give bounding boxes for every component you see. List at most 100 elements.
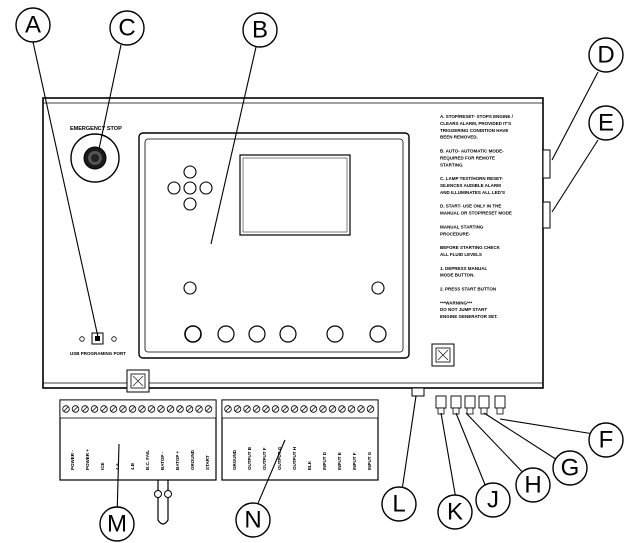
jumper-wire xyxy=(157,480,169,525)
instruction-line: ALL FLUID LEVELS xyxy=(440,252,482,257)
svg-text:H: H xyxy=(524,472,541,499)
instruction-line: BEEN REMOVED. xyxy=(440,135,478,140)
fitting xyxy=(478,395,490,409)
leader-lines xyxy=(32,41,601,518)
svg-text:B: B xyxy=(252,17,268,44)
terminal-label: INPUT D xyxy=(322,451,327,470)
nav-enter-button[interactable] xyxy=(183,181,197,195)
callout-n: N xyxy=(235,502,271,538)
terminal-label: OUTPUT F xyxy=(262,447,267,470)
instruction-line: PROCEDURE- xyxy=(440,231,471,236)
svg-text:M: M xyxy=(107,511,127,538)
instruction-line: REQUIRED FOR REMOTE xyxy=(440,155,495,160)
terminal-label: OUTPUT B xyxy=(247,446,252,470)
controller-inner xyxy=(144,138,404,353)
instruction-line: AND ILLUMINATES ALL LED'S xyxy=(440,190,505,195)
usb-led-right xyxy=(111,336,117,342)
fitting xyxy=(435,395,447,409)
terminal-label: 4.B xyxy=(130,462,135,470)
instruction-line: MANUAL OR STOP/RESET MODE xyxy=(440,211,512,216)
terminal-label: POWER + xyxy=(85,449,90,470)
instruction-line: BEFORE STARTING CHECK xyxy=(440,245,501,250)
terminal-label: GROUND xyxy=(232,449,237,470)
terminal-label: POWER - xyxy=(70,450,75,470)
instruction-line: TRIGGERING CONDITION HAVE xyxy=(440,128,508,133)
svg-text:N: N xyxy=(244,507,261,534)
lamp-test-button[interactable] xyxy=(279,325,297,343)
instruction-line: ENGINE GENERATOR SET. xyxy=(440,314,498,319)
controller-lcd xyxy=(239,154,351,236)
terminal-label: B.C. FAIL xyxy=(145,450,150,470)
instruction-line: D. START- USE ONLY IN THE xyxy=(440,204,501,209)
svg-text:J: J xyxy=(487,487,499,514)
fitting xyxy=(464,395,476,409)
terminal-label: ICE xyxy=(100,462,105,470)
svg-text:K: K xyxy=(447,499,463,526)
instruction-line: MANUAL STARTING xyxy=(440,224,484,229)
instruction-line: MODE BUTTON. xyxy=(440,273,475,278)
usb-port-label: USB PROGRAMING PORT xyxy=(70,351,126,356)
aux-right-button[interactable] xyxy=(371,281,385,295)
emergency-stop-label: EMERGENCY STOP xyxy=(70,126,122,132)
terminal-label: BATOP + xyxy=(175,450,180,470)
svg-text:C: C xyxy=(118,15,135,42)
nav-right-button[interactable] xyxy=(199,181,213,195)
svg-text:G: G xyxy=(561,455,580,482)
bottom-fittings xyxy=(435,395,506,415)
callout-j: J xyxy=(475,482,511,518)
nav-up-button[interactable] xyxy=(183,165,197,179)
terminal-screws xyxy=(62,405,375,413)
callout-l: L xyxy=(381,486,417,522)
fitting-l xyxy=(411,387,425,397)
nav-left-button[interactable] xyxy=(167,181,181,195)
callout-d: D xyxy=(588,37,624,73)
auto-button[interactable] xyxy=(248,325,266,343)
aux-left-button[interactable] xyxy=(183,281,197,295)
instruction-line: C. LAMP TEST/HORN RESET- xyxy=(440,176,504,181)
callout-e: E xyxy=(588,105,624,141)
instruction-text-block: A. STOP/RESET- STOPS ENGINE / CLEARS ALAR… xyxy=(440,114,514,319)
terminal-labels: POWER - POWER + ICE 4.A 4.B B.C. FAIL BATOP - B… xyxy=(70,446,372,470)
terminal-label: GROUND xyxy=(190,449,195,470)
instruction-line: 1. DEPRESS MANUAL xyxy=(440,266,488,271)
side-connector-d xyxy=(542,149,551,179)
manual-button[interactable] xyxy=(217,325,235,343)
mute-button[interactable] xyxy=(369,325,387,343)
side-connector-e xyxy=(542,201,551,229)
start-button[interactable] xyxy=(326,325,344,343)
fitting xyxy=(450,395,462,409)
callout-h: H xyxy=(515,467,551,503)
terminal-label: INPUT G xyxy=(367,451,372,470)
svg-text:F: F xyxy=(599,427,614,454)
callout-c: C xyxy=(109,10,145,46)
callout-f: F xyxy=(588,422,624,458)
callout-k: K xyxy=(437,494,473,530)
instruction-line: 2. PRESS START BUTTON xyxy=(440,287,496,292)
usb-led-left xyxy=(79,336,85,342)
svg-text:L: L xyxy=(392,491,405,518)
instruction-line: A. STOP/RESET- STOPS ENGINE / xyxy=(440,114,514,119)
instruction-line: B. AUTO- AUTOMATIC MODE- xyxy=(440,149,504,154)
nav-down-button[interactable] xyxy=(183,197,197,211)
svg-text:A: A xyxy=(25,12,41,39)
terminal-label: OUTPUT H xyxy=(292,447,297,470)
callout-m: M xyxy=(99,506,135,542)
instruction-line: ***WARNING*** xyxy=(440,300,473,305)
terminal-label: INPUT E xyxy=(337,452,342,470)
terminal-label: OUTPUT G xyxy=(277,446,282,470)
callout-a: A xyxy=(15,7,51,43)
instruction-line: DO NOT JUMP START xyxy=(440,307,487,312)
stop-reset-button[interactable] xyxy=(184,325,202,343)
instruction-line: CLEARS ALARM, PROVIDED IT'S xyxy=(440,121,511,126)
terminal-label: INPUT F xyxy=(352,452,357,470)
fitting xyxy=(494,395,506,409)
svg-text:D: D xyxy=(597,42,614,69)
svg-text:E: E xyxy=(598,110,614,137)
terminal-label: 4.A xyxy=(115,462,120,470)
terminal-label: START xyxy=(205,455,210,470)
terminal-label: BATOP - xyxy=(160,451,165,470)
instruction-line: STARTING xyxy=(440,162,463,167)
instruction-line: SILENCES AUDIBLE ALARM xyxy=(440,183,501,188)
